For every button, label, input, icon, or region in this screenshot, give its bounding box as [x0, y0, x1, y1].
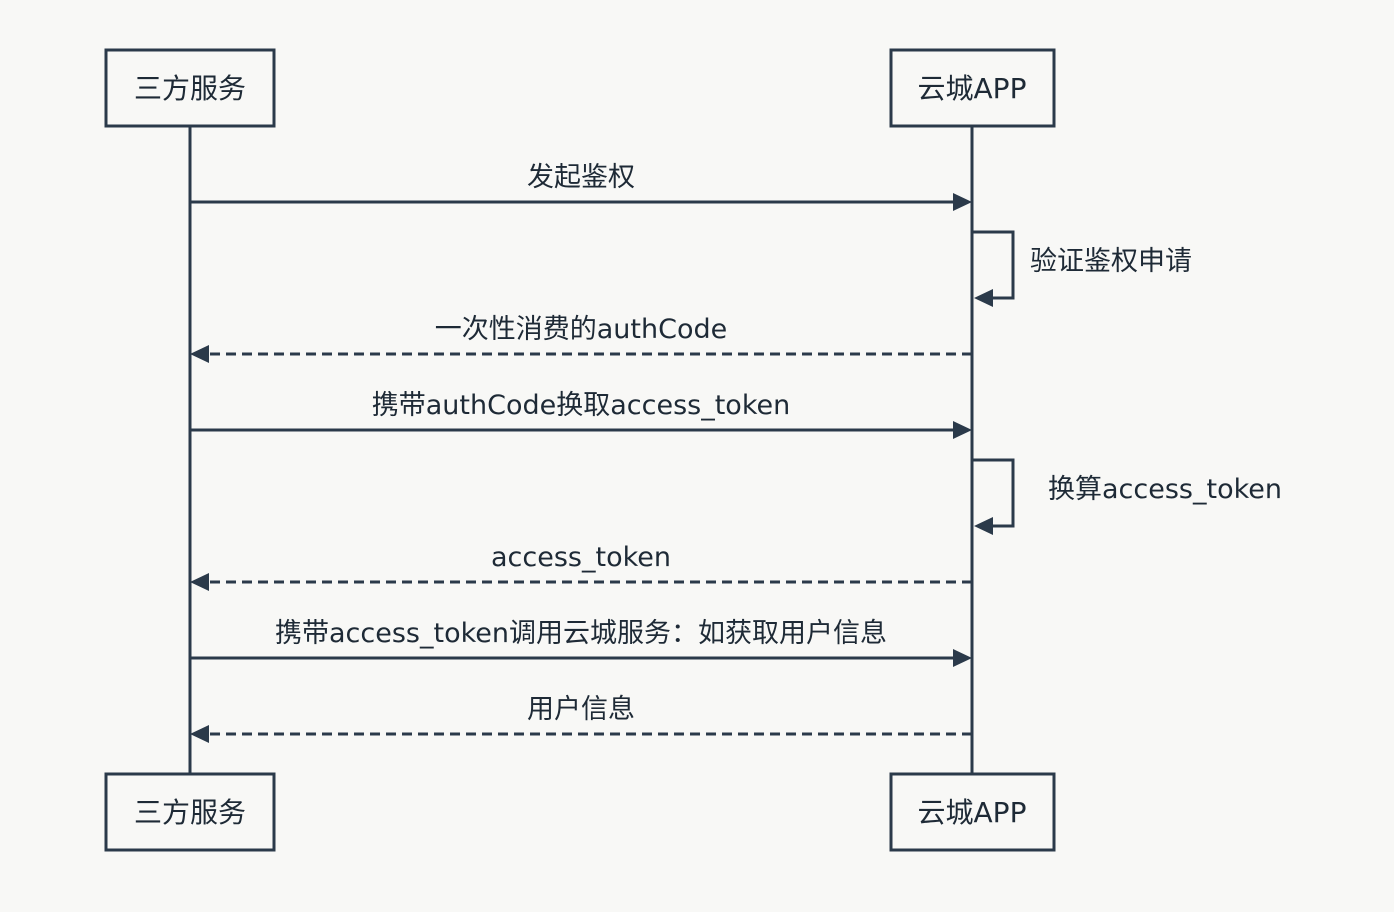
message-compute-access-token: 换算access_token [972, 458, 1282, 535]
message-user-info-label: 用户信息 [527, 694, 635, 725]
message-initiate-auth: 发起鉴权 [190, 162, 972, 211]
message-initiate-auth-label: 发起鉴权 [527, 162, 635, 193]
arrow-right-icon [953, 193, 972, 211]
arrow-left-icon [190, 345, 209, 363]
message-verify-auth-request: 验证鉴权申请 [972, 230, 1192, 307]
participant-third-party-bottom-label: 三方服务 [134, 796, 246, 829]
message-exchange-access-token: 携带authCode换取access_token [190, 390, 972, 439]
message-access-token-return-label: access_token [491, 542, 671, 573]
arrow-left-icon [974, 517, 993, 535]
arrow-right-icon [953, 421, 972, 439]
message-call-service-label: 携带access_token调用云城服务：如获取用户信息 [275, 618, 887, 649]
participant-third-party-bottom: 三方服务 [104, 772, 276, 852]
participant-yuncheng-app-top: 云城APP [889, 48, 1056, 128]
message-one-time-authcode: 一次性消费的authCode [190, 314, 972, 363]
participant-third-party-top-label: 三方服务 [134, 72, 246, 105]
message-access-token-return: access_token [190, 542, 972, 591]
message-call-service: 携带access_token调用云城服务：如获取用户信息 [190, 618, 972, 667]
message-compute-access-token-label: 换算access_token [1048, 474, 1282, 505]
participant-yuncheng-app-bottom: 云城APP [889, 772, 1056, 852]
participant-yuncheng-app-bottom-label: 云城APP [918, 796, 1027, 829]
message-exchange-access-token-label: 携带authCode换取access_token [372, 390, 790, 421]
arrow-right-icon [953, 649, 972, 667]
message-user-info: 用户信息 [190, 694, 972, 743]
message-verify-auth-request-label: 验证鉴权申请 [1030, 246, 1192, 277]
message-one-time-authcode-label: 一次性消费的authCode [435, 314, 727, 345]
arrow-left-icon [190, 573, 209, 591]
participant-third-party-top: 三方服务 [104, 48, 276, 128]
participant-yuncheng-app-top-label: 云城APP [918, 72, 1027, 105]
arrow-left-icon [974, 289, 993, 307]
arrow-left-icon [190, 725, 209, 743]
